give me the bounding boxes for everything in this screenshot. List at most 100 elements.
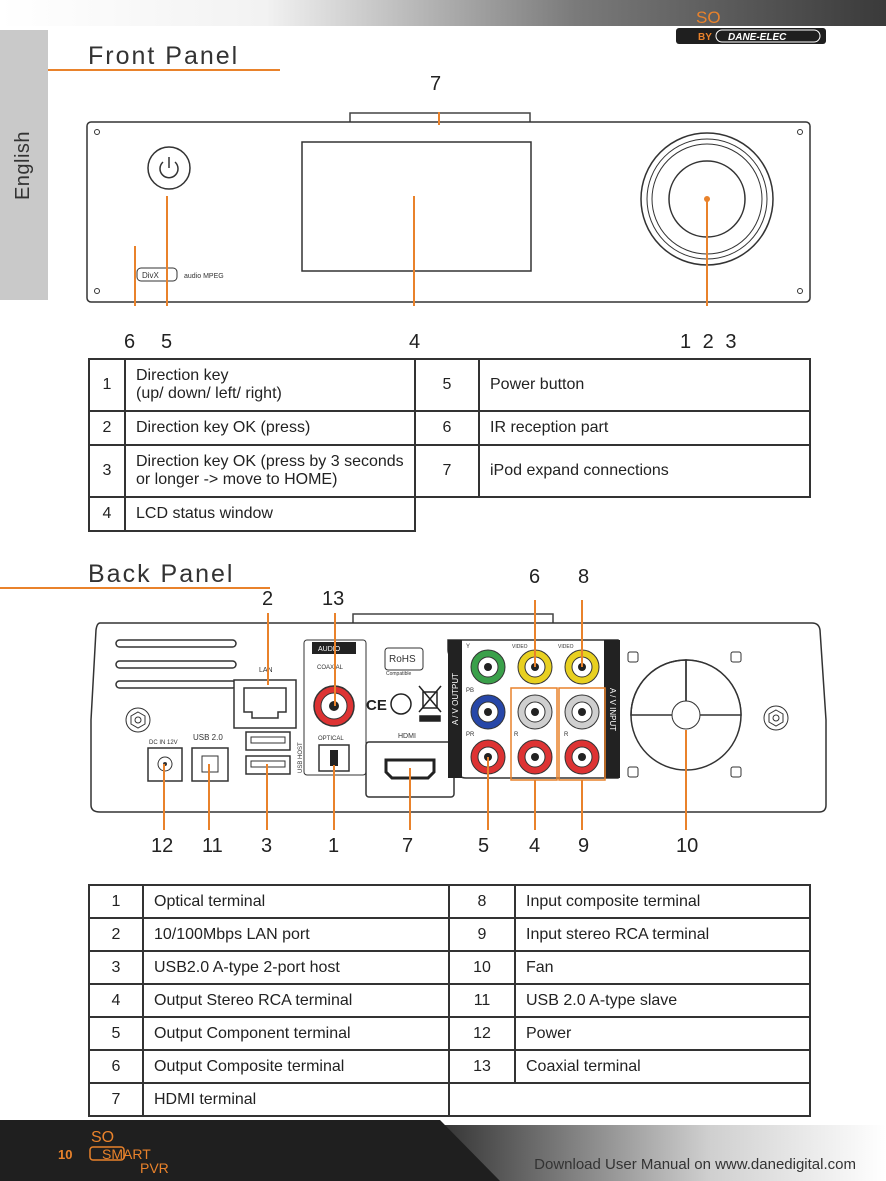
page-number: 10 — [58, 1147, 73, 1162]
row-description: Fan — [514, 950, 811, 985]
rohs-badge: RoHS Compatible — [384, 647, 424, 677]
svg-text:VIDEO: VIDEO — [558, 644, 574, 650]
row-number: 5 — [414, 358, 480, 412]
row-number: 9 — [448, 917, 516, 952]
row-number: 10 — [448, 950, 516, 985]
table-row: 2 Direction key OK (press) 6 IR receptio… — [88, 410, 811, 446]
front-callout-123: 1 2 3 — [680, 331, 740, 353]
svg-text:AUDIO: AUDIO — [318, 646, 341, 653]
ce-mark-icon: CE — [366, 697, 387, 714]
usb-slave-label: USB 2.0 — [193, 733, 223, 742]
row-number: 7 — [414, 444, 480, 498]
back-panel-title: Back Panel — [88, 560, 235, 588]
table-row: 5 Output Component terminal 12 Power — [88, 1016, 811, 1051]
svg-text:SMART: SMART — [102, 1146, 151, 1162]
vent-slots — [115, 639, 237, 689]
av-input-label: A / V INPUT — [608, 688, 617, 731]
row-description: 10/100Mbps LAN port — [142, 917, 450, 952]
screw-left-icon — [125, 707, 151, 733]
fc-mark-icon — [390, 693, 412, 715]
row-description: USB2.0 A-type 2-port host — [142, 950, 450, 985]
table-row: 6 Output Composite terminal 13 Coaxial t… — [88, 1049, 811, 1084]
divx-logo: DivX — [136, 267, 178, 282]
screw-right-icon — [763, 705, 789, 731]
front-title-rule — [48, 69, 280, 71]
svg-text:RoHS: RoHS — [389, 654, 416, 665]
svg-text:COAXIAL: COAXIAL — [317, 665, 344, 671]
back-callout-8: 8 — [578, 566, 590, 588]
table-row: 1 Direction key(up/ down/ left/ right) 5… — [88, 358, 811, 412]
svg-text:PB: PB — [466, 688, 474, 694]
row-number: 3 — [88, 444, 126, 498]
svg-text:PR: PR — [466, 732, 475, 738]
back-callout-3: 3 — [261, 835, 273, 857]
front-callout-4: 4 — [409, 331, 421, 353]
row-number: 12 — [448, 1016, 516, 1051]
row-description: Direction key OK (press) — [124, 410, 416, 446]
usb-host-port-1 — [245, 731, 291, 751]
front-panel-table: 1 Direction key(up/ down/ left/ right) 5… — [88, 358, 811, 532]
row-number: 4 — [88, 983, 144, 1018]
footer-download-text: Download User Manual on www.danedigital.… — [534, 1156, 856, 1173]
rca-jacks — [470, 649, 600, 775]
back-callout-12: 12 — [151, 835, 174, 857]
row-number: 6 — [88, 1049, 144, 1084]
row-number: 8 — [448, 884, 516, 919]
row-description: Power — [514, 1016, 811, 1051]
front-panel-title: Front Panel — [88, 42, 240, 70]
back-callout-13: 13 — [322, 588, 345, 610]
so-smart-pvr-logo: SO SMART PVR — [89, 1129, 169, 1175]
table-row: 4 Output Stereo RCA terminal 11 USB 2.0 … — [88, 983, 811, 1018]
language-label: English — [12, 130, 35, 200]
svg-text:SO: SO — [91, 1129, 114, 1146]
front-panel-diagram: DivX audio MPEG — [86, 112, 811, 306]
back-callout-5: 5 — [478, 835, 490, 857]
brand-by: BY — [698, 32, 712, 43]
power-button-icon — [147, 146, 191, 190]
usb-host-label: USB HOST — [298, 742, 304, 773]
av-input-strip — [604, 640, 620, 778]
back-callout-4: 4 — [529, 835, 541, 857]
brand-maker: DANE-ELEC — [728, 32, 787, 43]
language-tab — [0, 30, 48, 300]
brand-so: SO — [696, 8, 721, 27]
front-callout-5: 5 — [161, 331, 173, 353]
dc-label: DC IN 12V — [149, 740, 178, 746]
row-number: 4 — [88, 496, 126, 532]
row-description: Optical terminal — [142, 884, 450, 919]
av-output-strip — [448, 640, 462, 778]
back-callout-1: 1 — [328, 835, 340, 857]
table-row: 7 HDMI terminal — [88, 1082, 811, 1117]
footer-dark-shape — [0, 1120, 500, 1181]
back-callout-7: 7 — [402, 835, 414, 857]
back-title-rule — [0, 587, 270, 589]
row-description: Output Component terminal — [142, 1016, 450, 1051]
lcd-window — [301, 141, 532, 272]
svg-text:Compatible: Compatible — [386, 671, 412, 677]
svg-text:R: R — [564, 732, 569, 738]
row-description: Input stereo RCA terminal — [514, 917, 811, 952]
weee-bin-icon — [418, 685, 442, 722]
row-number: 6 — [414, 410, 480, 446]
row-description: Coaxial terminal — [514, 1049, 811, 1084]
row-number: 11 — [448, 983, 516, 1018]
row-number: 1 — [88, 358, 126, 412]
row-description: IR reception part — [478, 410, 811, 446]
lan-label: LAN — [259, 667, 273, 674]
row-description: Power button — [478, 358, 811, 412]
row-description: USB 2.0 A-type slave — [514, 983, 811, 1018]
back-panel-table: 1 Optical terminal 8 Input composite ter… — [88, 884, 811, 1117]
svg-text:R: R — [514, 732, 519, 738]
svg-text:DivX: DivX — [142, 271, 160, 280]
table-row: 1 Optical terminal 8 Input composite ter… — [88, 884, 811, 919]
back-callout-2: 2 — [262, 588, 274, 610]
svg-text:VIDEO: VIDEO — [512, 644, 528, 650]
table-row: 3 USB2.0 A-type 2-port host 10 Fan — [88, 950, 811, 985]
row-description: HDMI terminal — [142, 1082, 450, 1117]
row-description: Direction key(up/ down/ left/ right) — [124, 358, 416, 412]
row-description: Output Stereo RCA terminal — [142, 983, 450, 1018]
back-callout-10: 10 — [676, 835, 699, 857]
table-row: 2 10/100Mbps LAN port 9 Input stereo RCA… — [88, 917, 811, 952]
back-panel-diagram: DC IN 12V USB 2.0 LAN USB HOST AUDIO COA… — [90, 600, 827, 830]
